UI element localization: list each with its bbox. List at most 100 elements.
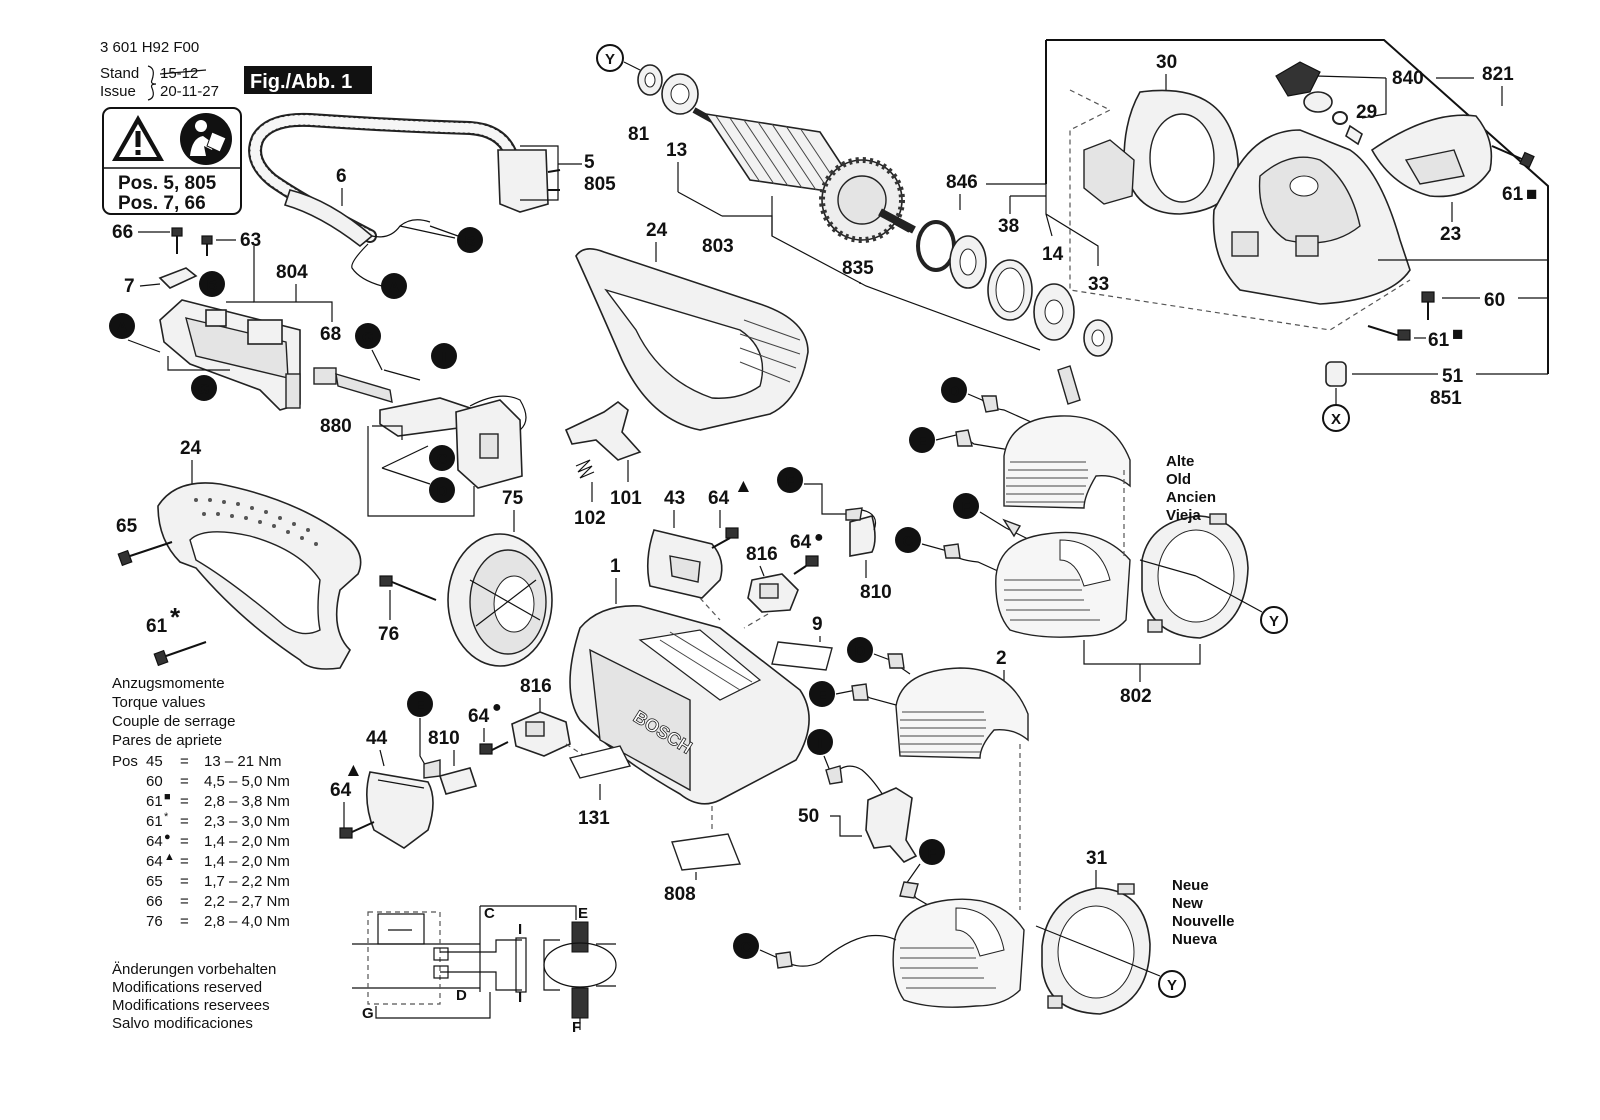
screw-61-handle [153,641,207,667]
marker-square-61-side: ■ [1452,324,1463,345]
label-44: 44 [366,728,388,749]
spindle-thread [1057,365,1081,405]
svg-text:New: New [1172,895,1203,912]
svg-text:Couple de serrage: Couple de serrage [112,713,235,730]
warning-box: Pos. 5, 805 Pos. 7, 66 [102,107,242,215]
label-38: 38 [998,216,1019,237]
svg-text:D: D [855,643,866,660]
label-76: 76 [378,624,399,645]
label-33: 33 [1088,274,1109,295]
svg-text:Pares de apriete: Pares de apriete [112,732,222,749]
label-821: 821 [1482,64,1514,85]
handle-24 [157,482,362,670]
torque-mark: * [164,811,169,823]
lever-101 [564,400,642,461]
spacer-68 [313,367,337,385]
torque-value: 2,8 – 3,8 Nm [204,793,290,810]
torque-row: 66=2,2 – 2,7 Nm [146,893,290,910]
label-810-upper: 810 [860,582,892,603]
torque-value: 2,3 – 3,0 Nm [204,813,290,830]
label-plate-131 [568,745,632,779]
connector-c-field-new: C [733,933,759,959]
svg-text:Vieja: Vieja [1166,507,1201,524]
label-102: 102 [574,508,606,529]
fan-guide-31 [1041,883,1151,1015]
label-6: 6 [336,166,347,187]
svg-text:Y: Y [1269,613,1279,630]
svg-text:X: X [1331,411,1341,428]
label-131: 131 [578,808,610,829]
svg-text:E: E [415,697,425,714]
svg-text:F: F [961,499,970,516]
label-816-lower: 816 [520,676,552,697]
label-23: 23 [1440,224,1461,245]
svg-text:Torque values: Torque values [112,694,205,711]
torque-pos: 64 [146,853,163,870]
svg-text:Modifications reservees: Modifications reservees [112,997,270,1014]
label-61-star: 61 [146,616,168,637]
label-plate-9 [771,641,833,671]
torque-value: 4,5 – 5,0 Nm [204,773,290,790]
svg-text:Salvo modificaciones: Salvo modificaciones [112,1015,253,1032]
torque-pos: 76 [146,913,163,930]
screw-64-upper [793,555,819,575]
gear-housing-821 [1212,129,1411,305]
clamp-7 [158,267,198,289]
issue-date: 20-11-27 [160,83,219,100]
fan-guide-old [1141,513,1249,639]
torque-value: 13 – 21 Nm [204,753,282,770]
connector-d-module: D [429,477,455,503]
marker-dot-64-lower: ● [492,699,502,716]
guard-ring-30 [1083,89,1239,215]
svg-text:C: C [903,533,914,550]
svg-text:=: = [180,813,189,830]
torque-value: 2,8 – 4,0 Nm [204,913,290,930]
bearing-81 [637,64,663,96]
issue-label: Issue [100,83,136,100]
armature-803 [692,107,916,243]
marker-square-61-top: ■ [1526,184,1537,205]
screw-64-top [711,527,739,549]
switch-housing [159,299,301,411]
svg-text:=: = [180,793,189,810]
svg-text:C: C [741,939,752,956]
svg-text:E: E [917,433,927,450]
svg-text:D: D [949,383,960,400]
label-81: 81 [628,124,650,145]
label-51: 51 [1442,366,1464,387]
svg-text:D: D [456,987,467,1004]
new-version-labels: Neue New Nouvelle Nueva [1172,877,1235,948]
cover-44 [366,771,434,849]
doc-number: 3 601 H92 F00 [100,39,199,56]
connector-f-brush: F [777,467,803,493]
torque-value: 1,7 – 2,2 Nm [204,873,290,890]
svg-text:=: = [180,833,189,850]
svg-text:=: = [180,873,189,890]
svg-text:F: F [927,845,936,862]
label-13: 13 [666,140,687,161]
washer-846 [949,235,987,289]
torque-row: 61■=2,8 – 3,8 Nm [146,791,290,810]
figure-badge [244,66,372,94]
label-75: 75 [502,488,524,509]
bearing-14 [1033,283,1075,341]
svg-text:Nouvelle: Nouvelle [1172,913,1235,930]
label-64-dot-upper: 64 [790,532,812,553]
svg-text:A: A [117,319,128,336]
plug-icon [497,149,549,213]
connector-f-50: F [919,839,945,865]
label-846: 846 [946,172,978,193]
torque-value: 2,2 – 2,7 Nm [204,893,290,910]
connector-g-module: G [355,323,381,349]
suppressor-50 [865,787,918,863]
svg-text:E: E [578,905,588,922]
power-cord [248,112,561,287]
label-803: 803 [702,236,734,257]
label-14: 14 [1042,244,1064,265]
doc-header: 3 601 H92 F00 Stand 15-12 Issue 20-11-27… [100,39,372,101]
svg-text:G: G [362,329,374,346]
brush-holder-816-lower [511,711,571,757]
ring-38 [987,259,1033,321]
torque-row: 65=1,7 – 2,2 Nm [146,873,290,890]
torque-row: 45=13 – 21 Nm [146,753,282,770]
